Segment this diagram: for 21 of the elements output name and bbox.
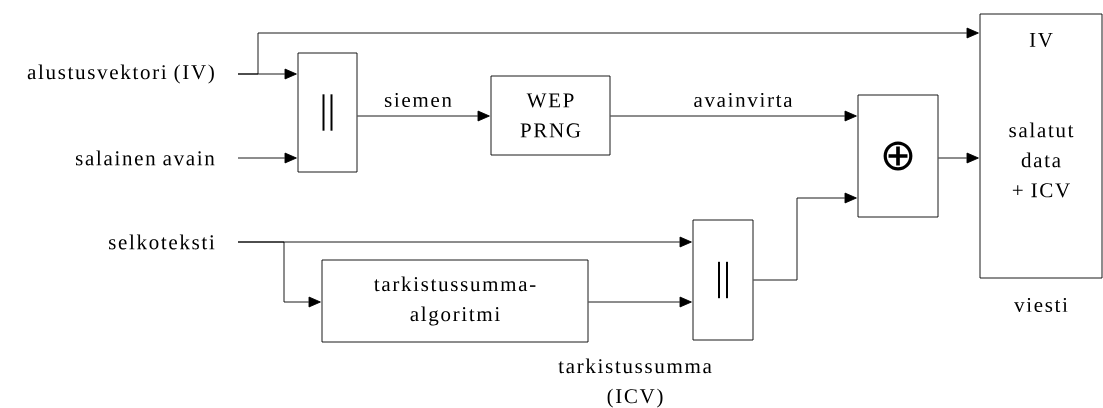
input-label: salainen avain <box>76 150 215 166</box>
arrow <box>588 296 692 308</box>
process-box: WEP PRNG <box>490 75 611 156</box>
arrow <box>237 152 297 164</box>
message-box: IV salatut data + ICV viesti <box>979 13 1103 313</box>
arrow <box>237 241 321 308</box>
edge-label: siemen <box>383 91 453 109</box>
process-box: tarkistussumma- algoritmi <box>321 259 589 343</box>
concatenation-box: || <box>297 52 358 173</box>
arrow <box>610 110 857 122</box>
edge-label: avainvirta <box>692 91 794 109</box>
arrow <box>938 152 979 164</box>
xor-box: ⊕ <box>857 94 939 218</box>
arrow <box>237 68 297 80</box>
arrow <box>357 110 490 122</box>
node-label: viesti <box>1014 297 1068 313</box>
arrow <box>753 192 857 281</box>
edge-label: tarkistussumma (ICV) <box>539 357 731 408</box>
input-label: selkoteksti <box>109 234 215 250</box>
input-label: alustusvektori (IV) <box>27 64 214 84</box>
concatenation-box: || <box>692 219 754 341</box>
